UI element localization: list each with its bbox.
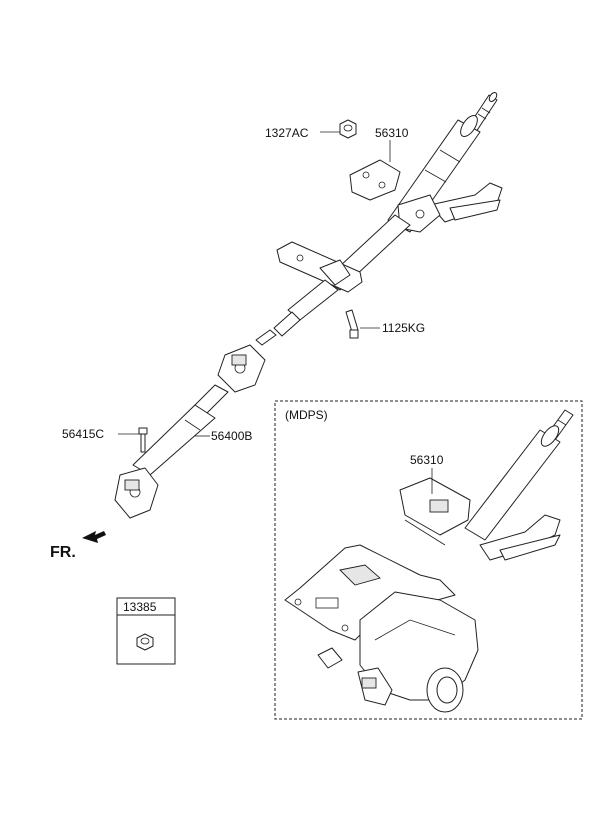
label-56415c: 56415C — [62, 427, 104, 441]
front-arrow-icon — [82, 531, 106, 543]
label-1125kg: 1125KG — [382, 321, 425, 335]
intermediate-shaft — [114, 344, 266, 519]
label-front: FR. — [50, 544, 76, 561]
nut-13385-box — [116, 597, 176, 665]
label-mdps: (MDPS) — [285, 408, 328, 422]
mdps-column-assembly — [284, 409, 574, 713]
mdps-variant-box — [274, 400, 583, 720]
label-1327ac: 1327AC — [265, 126, 309, 140]
label-13385: 13385 — [123, 600, 157, 614]
bolt-56415c — [118, 427, 148, 453]
steering-column-assembly — [255, 92, 503, 346]
label-56400b: 56400B — [211, 429, 252, 443]
label-56310-mdps: 56310 — [410, 453, 444, 467]
nut-1327ac — [320, 119, 357, 139]
bolt-1125kg — [345, 309, 380, 339]
label-56310-top: 56310 — [375, 126, 409, 140]
